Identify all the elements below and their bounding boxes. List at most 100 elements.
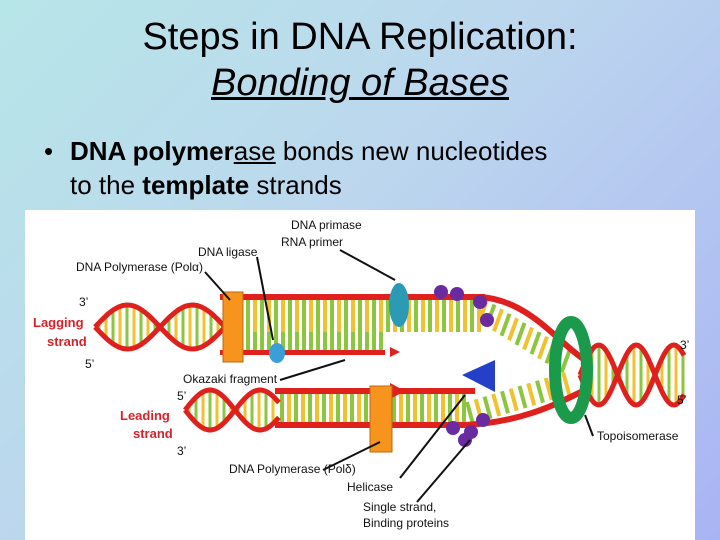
label-ssb-2: Binding proteins — [363, 516, 449, 530]
enzymes — [222, 283, 593, 453]
leading-arrowhead — [390, 383, 405, 399]
ssb-protein — [476, 413, 490, 427]
fork-lower-base — [482, 396, 493, 420]
lagging-template-base — [470, 300, 474, 332]
fork-upper-base — [507, 317, 519, 342]
ssb-protein — [458, 433, 472, 447]
fork-lower-base — [526, 382, 537, 406]
leading-base — [427, 394, 431, 422]
leading-base — [308, 394, 312, 422]
lagging-template-base — [456, 300, 460, 332]
bullet-text-2: to the — [70, 170, 143, 200]
okazaki-new-base — [302, 332, 306, 350]
pointer-line — [416, 439, 471, 503]
bullet-symbol: • — [44, 136, 54, 166]
lagging-template-base — [379, 300, 383, 332]
okazaki-new-base — [372, 332, 376, 350]
label-pol-delta: DNA Polymerase (Polδ) — [229, 462, 356, 476]
okazaki-new-strand — [220, 350, 385, 355]
fork-upper-base — [537, 335, 549, 360]
leading-base — [448, 394, 452, 422]
pointer-line — [204, 271, 231, 301]
ssb-protein — [480, 313, 494, 327]
lagging-template-base — [386, 300, 390, 332]
pointer-line — [584, 414, 594, 437]
lagging-template-base — [358, 300, 362, 332]
lagging-template-base — [372, 300, 376, 332]
bullet-underline: ase — [233, 136, 276, 166]
okazaki-new-base — [316, 332, 320, 350]
lagging-template-base — [309, 300, 313, 332]
lagging-template-strand — [220, 294, 485, 300]
topoisomerase — [549, 316, 593, 424]
leading-base — [406, 394, 410, 422]
lagging-template-base — [428, 300, 432, 332]
label-topoisomerase: Topoisomerase — [597, 429, 679, 443]
lagging-template-base — [477, 300, 481, 332]
lagging-template-base — [302, 300, 306, 332]
leading-base — [434, 394, 438, 422]
slide-title: Steps in DNA Replication: Bonding of Bas… — [0, 14, 720, 106]
fork-lower-base — [535, 380, 545, 404]
label-leading-1: Leading — [120, 408, 170, 423]
label-three-prime-leading: 3’ — [177, 444, 186, 458]
lagging-backbone-b — [93, 302, 227, 352]
ssb-protein — [446, 421, 460, 435]
base-pairs — [97, 299, 685, 430]
leading-base — [329, 394, 333, 422]
leading-base — [336, 394, 340, 422]
fork-upper-base — [499, 313, 512, 337]
lagging-template-base — [449, 300, 453, 332]
lagging-template-base — [316, 300, 320, 332]
lagging-template-base — [323, 300, 327, 332]
lagging-template-base — [414, 300, 418, 332]
leading-base — [287, 394, 291, 422]
okazaki-new-base — [253, 332, 257, 350]
polymerase-alpha — [222, 291, 244, 363]
label-three-prime-lagging: 3’ — [79, 295, 88, 309]
polymerase-delta — [369, 385, 393, 453]
lagging-template-base — [288, 300, 292, 332]
leading-base — [301, 394, 305, 422]
pointer-line — [279, 359, 346, 381]
ssb-protein — [473, 295, 487, 309]
leading-base — [350, 394, 354, 422]
okazaki-new-base — [337, 332, 341, 350]
okazaki-new-base — [288, 332, 292, 350]
okazaki-new-base — [267, 332, 271, 350]
lagging-template-base — [246, 300, 250, 332]
lagging-template-base — [351, 300, 355, 332]
label-pol-alpha: DNA Polymerase (Polα) — [76, 260, 203, 274]
lagging-template-base — [344, 300, 348, 332]
fork-lower-base — [491, 393, 502, 417]
dna-replication-diagram: DNA primase RNA primer DNA ligase DNA Po… — [25, 210, 695, 540]
leading-base — [364, 394, 368, 422]
leading-base — [280, 394, 284, 422]
leading-base — [343, 394, 347, 422]
pointer-line — [256, 256, 274, 341]
okazaki-new-base — [309, 332, 313, 350]
pointer-line — [339, 249, 396, 281]
pointer-line — [322, 441, 381, 471]
lagging-template-base — [407, 300, 411, 332]
fork-upper-base — [522, 326, 534, 351]
lagging-template-base — [330, 300, 334, 332]
leading-backbone-a — [183, 387, 281, 433]
leading-base — [420, 394, 424, 422]
fork-upper-base — [514, 322, 527, 346]
dna-ligase — [269, 343, 285, 363]
leading-base — [455, 394, 459, 422]
lagging-template-base — [463, 300, 467, 332]
label-lagging-2: strand — [47, 334, 87, 349]
label-three-prime-right: 3’ — [680, 338, 689, 352]
fork-upper-base — [492, 308, 504, 332]
fork-lower-base — [500, 390, 510, 414]
leading-backbone-b — [183, 387, 281, 433]
label-rna-primer: RNA primer — [281, 235, 343, 249]
title-line-2: Bonding of Bases — [211, 62, 509, 104]
label-lagging-1: Lagging — [33, 315, 84, 330]
lagging-template-base — [281, 300, 285, 332]
leading-base — [399, 394, 403, 422]
diagram-canvas: DNA primase RNA primer DNA ligase DNA Po… — [33, 218, 689, 530]
